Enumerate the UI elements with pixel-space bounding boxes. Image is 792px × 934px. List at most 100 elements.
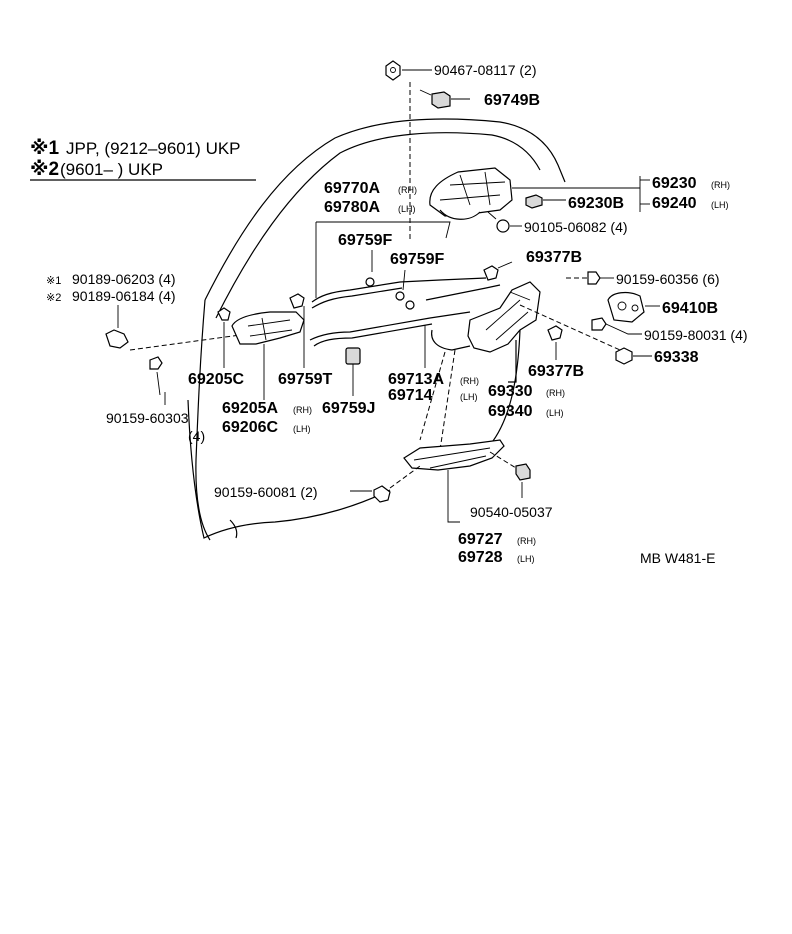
handle-grip-icon: [439, 209, 481, 220]
label-69728-lh: (LH): [517, 554, 535, 564]
label-90105-06082: 90105-06082 (4): [524, 219, 628, 235]
cover-icon: [525, 194, 543, 209]
screw-60356-icon: [587, 271, 601, 285]
dash-lock-to-channel-2: [419, 351, 446, 441]
label-69230-rh: (RH): [711, 180, 730, 190]
leader-69727: [447, 470, 460, 523]
door-lock-icon: [467, 281, 541, 353]
clip-69377B-top-icon: [483, 265, 499, 281]
clip-hole-icon: [390, 67, 396, 73]
inside-handle-icon: [231, 311, 305, 345]
rod-clip-a-icon: [365, 277, 375, 287]
label-69330: 69330: [488, 383, 533, 400]
label-69205C: 69205C: [188, 371, 244, 388]
link-rod-labels: 69770A (RH) 69780A (LH) 69759F 69759F: [315, 180, 451, 298]
label-69330-rh: (RH): [546, 388, 565, 398]
label-69713A: 69713A: [388, 371, 444, 388]
rod-lower-icon: [309, 311, 471, 341]
label-90467-08117: 90467-08117 (2): [434, 62, 536, 78]
door-panel-edge: [195, 299, 211, 541]
rod-lower-2-icon: [313, 323, 433, 347]
screw-60303-shaft: [156, 371, 161, 396]
label-69205A: 69205A: [222, 400, 278, 417]
legend-notes: ※1 JPP, (9212–9601) UKP ※2 (9601– ) UKP: [30, 138, 256, 181]
bolt-head-icon: [496, 219, 510, 233]
label-69727: 69727: [458, 531, 503, 548]
label-69759F-a: 69759F: [338, 232, 392, 249]
label-69240: 69240: [652, 195, 697, 212]
label-90189-06184: 90189-06184 (4): [72, 288, 176, 304]
label-90159-60356: 90159-60356 (6): [616, 271, 720, 287]
dash-lock-to-channel: [439, 349, 456, 451]
outside-handle-icon: [429, 167, 513, 217]
clip-icon: [385, 60, 401, 81]
label-90189-06184-mark: ※2: [46, 292, 61, 304]
striker-hole-b-icon: [631, 304, 639, 312]
door-outline: [187, 118, 566, 541]
label-69206C: 69206C: [222, 419, 278, 436]
cap-icon: [431, 91, 451, 109]
door-lock-assembly: 69377B 69377B 69330 (RH) 69340 (LH): [419, 249, 621, 451]
screw-80031-icon: [591, 317, 607, 331]
channel-detail-icon: [413, 447, 491, 469]
label-69338: 69338: [654, 349, 699, 366]
diagram-ref-code: MB W481-E: [640, 550, 715, 566]
label-69377B-bottom: 69377B: [528, 363, 584, 380]
top-fasteners: 90467-08117 (2) 69749B: [385, 60, 540, 240]
label-69759F-b: 69759F: [390, 251, 444, 268]
cap-pin-icon: [419, 89, 432, 96]
label-90540-05037: 90540-05037: [470, 504, 553, 520]
door-bottom-corner: [229, 519, 238, 539]
door-frame-inner: [215, 132, 541, 319]
label-69728: 69728: [458, 549, 503, 566]
screw-60303-icon: [149, 356, 163, 370]
label-90159-80031: 90159-80031 (4): [644, 327, 748, 343]
label-69780A-lh: (LH): [398, 204, 416, 214]
label-69759T: 69759T: [278, 371, 332, 388]
rod-clip-b-icon: [395, 291, 405, 301]
label-69410B: 69410B: [662, 300, 718, 317]
leader-69377B-top: [497, 261, 513, 269]
note-2-text: (9601– ) UKP: [60, 160, 163, 179]
label-90159-60303-qty: (4): [188, 428, 205, 444]
leader-69330: [508, 340, 517, 383]
label-69230: 69230: [652, 175, 697, 192]
label-69206C-lh: (LH): [293, 424, 311, 434]
leader-80031: [605, 323, 642, 335]
label-69713A-rh: (RH): [460, 376, 479, 386]
bolt-shaft-icon: [487, 211, 497, 220]
outside-handle-assembly: 69230B 69230 (RH) 69240 (LH) 90105-06082…: [429, 167, 730, 235]
clip-69759T-icon: [289, 293, 305, 309]
bottom-channel-assembly: 90159-60081 (2) 90540-05037 69727 (RH) 6…: [214, 439, 553, 566]
clip-69205C-icon: [217, 307, 231, 321]
dash-clip-to-handle: [129, 334, 241, 351]
screw-60081-icon: [373, 485, 391, 503]
label-69205A-rh: (RH): [293, 405, 312, 415]
leader-69770A: [316, 221, 451, 239]
striker-hole-a-icon: [617, 301, 627, 311]
cushion-icon: [515, 463, 531, 481]
label-69770A-rh: (RH): [398, 185, 417, 195]
dash-lock-to-striker: [519, 304, 621, 351]
door-frame-outer: [204, 118, 566, 301]
lock-detail-icon: [485, 291, 531, 341]
label-69240-lh: (LH): [711, 200, 729, 210]
label-69230B: 69230B: [568, 195, 624, 212]
label-69714-lh: (LH): [460, 392, 478, 402]
dash-channel-to-cushion: [489, 451, 517, 469]
note-1-text: JPP, (9212–9601) UKP: [66, 139, 241, 158]
rod-upper-icon: [311, 277, 487, 303]
label-69714: 69714: [388, 387, 433, 404]
note-2-mark: ※2: [30, 159, 59, 180]
label-69749B: 69749B: [484, 92, 540, 109]
cap-69338-icon: [615, 347, 633, 365]
label-69770A: 69770A: [324, 180, 380, 197]
rod-clip-c-icon: [405, 300, 415, 310]
lower-channel-icon: [403, 439, 505, 471]
label-69377B-top: 69377B: [526, 249, 582, 266]
door-bottom-edge: [187, 399, 391, 539]
link-rods: [309, 277, 501, 347]
clip-90189-icon: [105, 329, 129, 349]
label-90189-06203-mark: ※1: [46, 275, 61, 287]
